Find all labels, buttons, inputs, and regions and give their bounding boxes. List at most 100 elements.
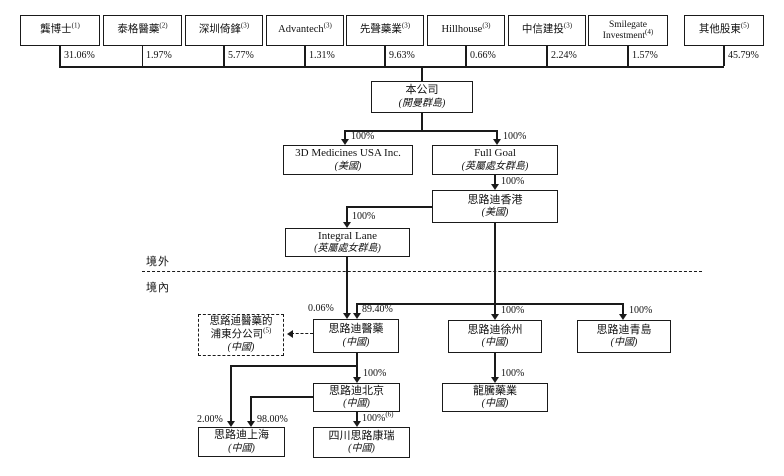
connector-line [622, 303, 624, 314]
connector-line [223, 46, 225, 66]
company-name: 思路迪徐州 [467, 323, 523, 336]
shareholder-box-smilegate: Smilegate Investment(4) [588, 15, 668, 46]
company-place: (英屬處女群島) [314, 243, 381, 255]
arrowhead [493, 139, 501, 145]
node-hongkong: 思路迪香港 (美國) [432, 190, 558, 223]
company-name: 思路迪北京 [329, 384, 384, 397]
ownership-pct: 0.06% [308, 303, 334, 314]
company-place: (中國) [481, 398, 509, 410]
shareholder-name: 深圳倚鋒 [198, 24, 241, 36]
connector-line [494, 175, 496, 184]
ownership-pct: 0.66% [470, 50, 496, 61]
footnote-marker: (6) [385, 410, 394, 419]
arrowhead [619, 314, 627, 320]
shareholder-box-citic: 中信建投(3) [508, 15, 586, 46]
connector-line [251, 396, 313, 398]
company-place: (中國) [342, 336, 370, 348]
connector-line [345, 130, 497, 132]
arrowhead [341, 139, 349, 145]
node-xuzhou: 思路迪徐州 (中國) [448, 320, 542, 353]
footnote-marker: (4) [645, 27, 654, 36]
company-place: (美國) [334, 160, 362, 172]
arrowhead [353, 421, 361, 427]
company-place: (中國) [610, 337, 638, 349]
company-name: 本公司 [405, 84, 439, 97]
company-place: (英屬處女群島) [461, 160, 529, 172]
ownership-pct: 100% [351, 131, 375, 142]
footnote-marker: (5) [740, 21, 750, 30]
shareholder-box-gong: 龔博士(1) [20, 15, 100, 46]
ownership-pct: 31.06% [64, 50, 95, 61]
connector-line [356, 412, 358, 421]
company-name: 思路迪醫藥 [328, 323, 384, 336]
node-full-goal: Full Goal (英屬處女群島) [432, 145, 558, 175]
connector-line [304, 46, 306, 66]
ownership-pct: 98.00% [257, 414, 288, 425]
shareholder-box-advantech: Advantech(3) [266, 15, 344, 46]
shareholder-name: 中信建投 [521, 24, 564, 36]
arrowhead [491, 377, 499, 383]
shareholder-box-simcere: 先聲藥業(3) [346, 15, 424, 46]
shareholder-name: 其他股東 [698, 24, 741, 36]
connector-line [346, 257, 348, 313]
shareholder-box-other: 其他股東(5) [684, 15, 764, 46]
arrowhead [227, 421, 235, 427]
ownership-pct: 2.00% [197, 414, 223, 425]
company-name: 龍騰藥業 [473, 384, 517, 397]
onshore-label: 境內 [146, 282, 170, 294]
connector-line [384, 46, 386, 66]
company-name: 浦東分公司 [210, 328, 264, 340]
company-place: (開曼群島) [398, 97, 446, 109]
company-place: (中國) [343, 398, 370, 410]
node-beijing: 思路迪北京 (中國) [313, 383, 400, 412]
company-name: 思路迪香港 [467, 193, 523, 206]
ownership-pct: 45.79% [728, 50, 759, 61]
connector-line [347, 206, 432, 208]
footnote-marker: (2) [159, 21, 168, 30]
footnote-marker: (1) [71, 21, 80, 30]
footnote-marker: (3) [482, 21, 491, 30]
boundary-dashed-line [142, 271, 702, 272]
arrowhead [353, 313, 361, 319]
connector-line [59, 66, 724, 68]
node-shanghai: 思路迪上海 (中國) [198, 427, 285, 457]
connector-line [496, 130, 498, 139]
dashed-connector-line [291, 333, 313, 334]
connector-line [250, 396, 252, 421]
ownership-pct: 100% [503, 131, 527, 142]
company-place: (中國) [227, 341, 255, 353]
offshore-label: 境外 [146, 256, 170, 268]
company-name: 3D Medicines USA Inc. [295, 147, 401, 160]
connector-line [344, 130, 346, 139]
shareholder-name: Smilegate Investment [602, 19, 647, 41]
shareholder-name: 泰格醫藥 [117, 24, 160, 36]
connector-line [231, 365, 357, 367]
ownership-pct: 100%(6) [362, 410, 394, 424]
ownership-pct: 9.63% [389, 50, 415, 61]
node-kangrui: 四川思路康瑞 (中國) [313, 427, 410, 458]
footnote-marker: (3) [563, 21, 573, 30]
connector-line [141, 46, 144, 66]
company-name: 思路迪醫藥的 [209, 316, 273, 328]
connector-line [230, 365, 232, 421]
company-name: Integral Lane [318, 229, 377, 242]
connector-line [494, 353, 496, 378]
shareholder-box-hillhouse: Hillhouse(3) [427, 15, 505, 46]
ownership-pct: 100% [352, 211, 376, 222]
ownership-pct: 1.31% [309, 50, 335, 61]
node-qingdao: 思路迪青島 (中國) [577, 320, 671, 353]
node-medicines: 思路迪醫藥 (中國) [313, 319, 399, 353]
company-place: (中國) [228, 442, 255, 454]
node-parent-company: 本公司 (開曼群島) [371, 81, 473, 113]
shareholder-name: 先聲藥業 [359, 24, 402, 36]
ownership-pct: 100% [501, 176, 525, 187]
shareholder-box-yifeng: 深圳倚鋒(3) [185, 15, 263, 46]
connector-line [627, 46, 629, 66]
node-integral-lane: Integral Lane (英屬處女群島) [285, 228, 410, 257]
connector-line [346, 206, 348, 222]
connector-line [723, 46, 725, 66]
connector-line [357, 303, 623, 305]
ownership-pct: 2.24% [551, 50, 577, 61]
connector-line [356, 303, 358, 313]
